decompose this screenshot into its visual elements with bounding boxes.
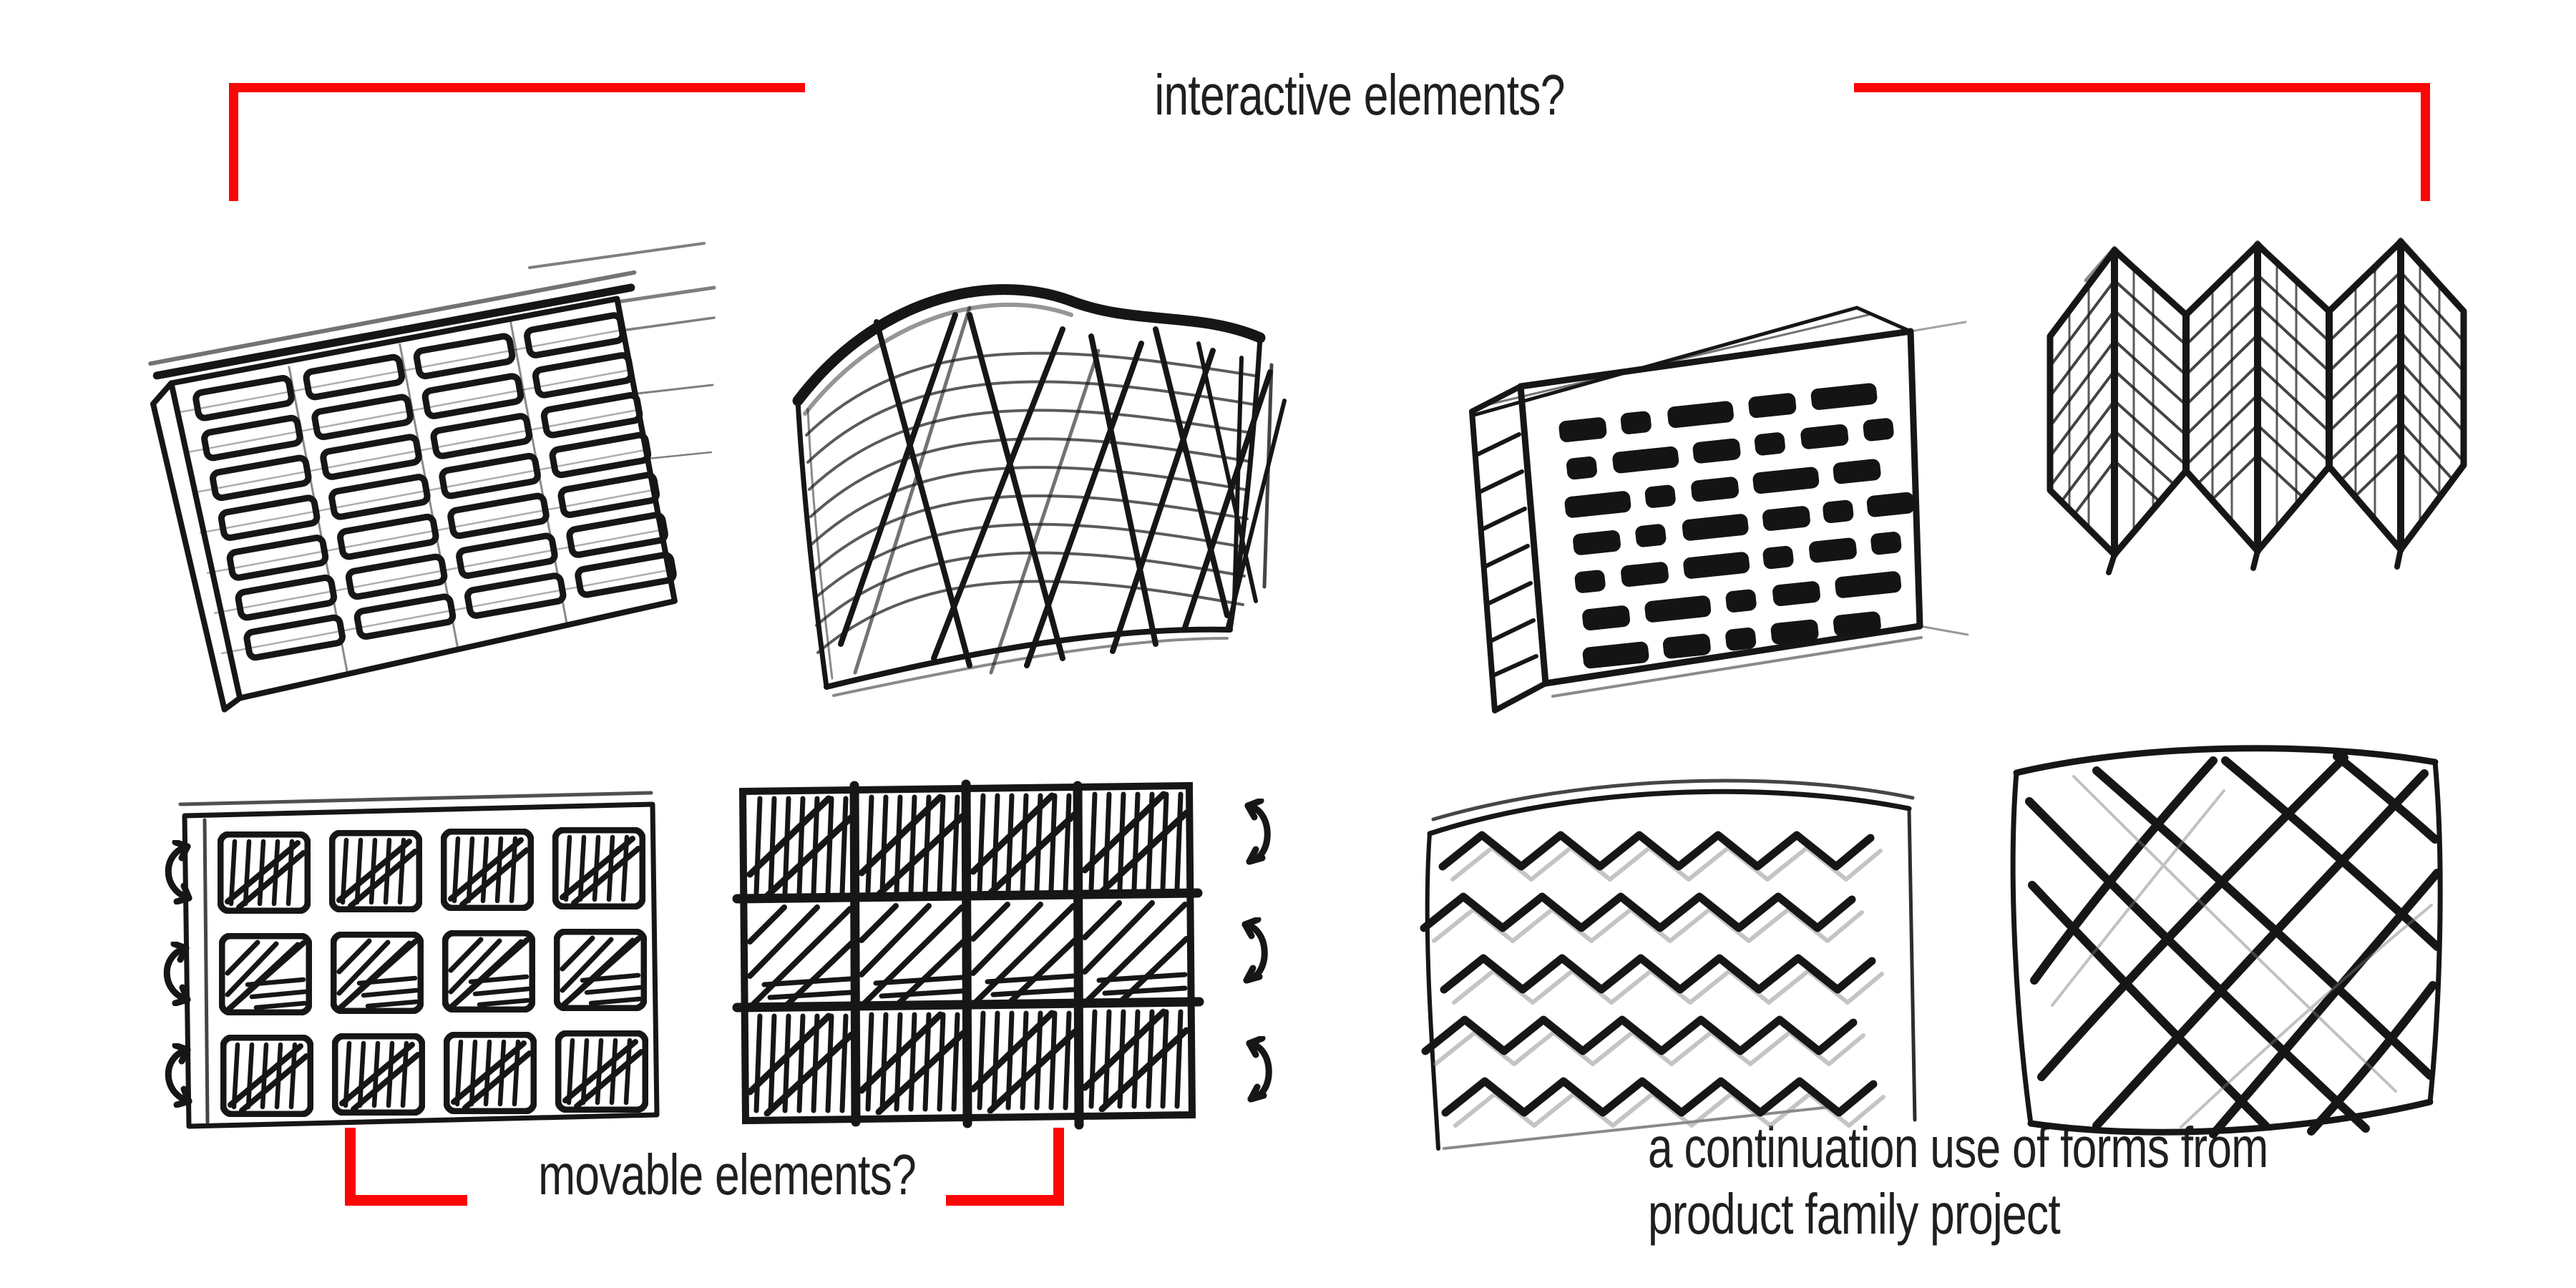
diagonal-strokes [838,306,1287,675]
chevron-rows [1424,835,1883,1126]
diamond-lattice-sketch [2010,745,2443,1138]
louver-panel-body [148,270,678,713]
grid-frame [732,779,1204,1130]
chevron-scale-sketch [1394,779,1917,1151]
hatched-tiles [220,830,645,1114]
lattice-echo-strokes [2051,775,2433,1128]
top-right-bracket [1854,83,2430,201]
bottom-right-bracket [946,1128,1064,1206]
hinged-tile-grid-sketch [152,791,660,1129]
top-left-bracket [229,83,805,201]
brick-rows [1558,382,1916,670]
lattice-strokes [2025,752,2441,1138]
bottom-left-bracket [345,1128,467,1206]
perspective-guide-lines [528,242,716,462]
continuation-annotation: a continuation use of forms from product… [1648,1114,2268,1247]
flip-arrows [1245,801,1269,1099]
movable-annotation: movable elements? [538,1143,917,1206]
curved-crosshatch-sketch [792,284,1287,697]
louver-panel-sketch [148,242,716,713]
brick-panel-sketch [1469,306,1969,713]
accordion-grid-sketch [2046,237,2467,575]
rotating-tile-grid-sketch [732,779,1315,1130]
louver-slats [192,312,677,661]
continuation-line-2: product family project [1648,1182,2061,1246]
top-annotation: interactive elements? [1154,63,1565,127]
side-hatch [1475,432,1538,677]
continuation-line-1: a continuation use of forms from [1648,1116,2268,1179]
